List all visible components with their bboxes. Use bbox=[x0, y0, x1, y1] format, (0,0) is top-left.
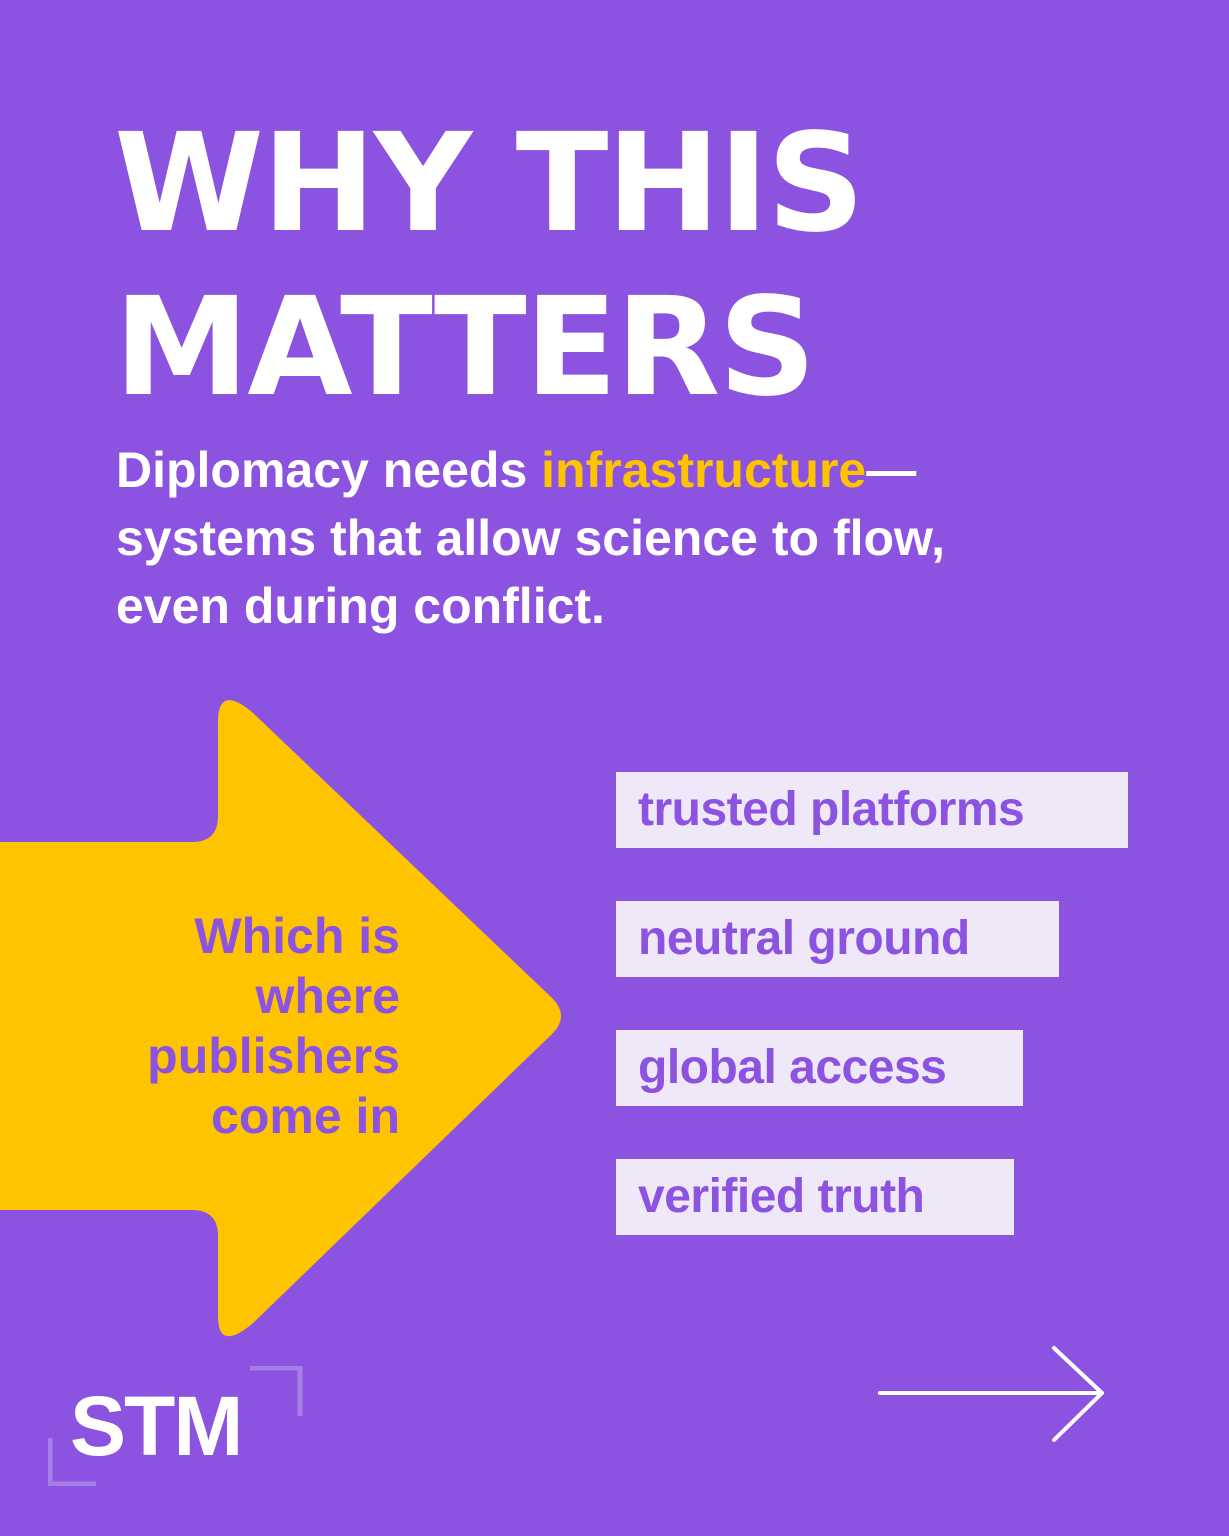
tag-verified-truth: verified truth bbox=[616, 1159, 1014, 1235]
lead-line-1: Diplomacy needs infrastructure— bbox=[116, 436, 1076, 504]
arrow-caption: Which is where publishers come in bbox=[60, 906, 400, 1146]
arrow-caption-line-3: publishers bbox=[147, 1028, 400, 1084]
corner-bracket-icon bbox=[48, 1366, 303, 1486]
tag-global-access: global access bbox=[616, 1030, 1023, 1106]
arrow-caption-line-4: come in bbox=[211, 1088, 400, 1144]
arrow-right-shape bbox=[0, 700, 561, 1337]
arrow-caption-line-2: where bbox=[255, 968, 400, 1024]
arrow-caption-line-1: Which is bbox=[194, 908, 400, 964]
lead-line-2: systems that allow science to flow, bbox=[116, 510, 945, 566]
arrow-shape-body bbox=[0, 700, 561, 1337]
arrow-right-icon[interactable] bbox=[876, 1344, 1116, 1444]
lead-paragraph: Diplomacy needs infrastructure— systems … bbox=[116, 436, 1076, 640]
lead-line-3: even during conflict. bbox=[116, 578, 605, 634]
tag-neutral-ground: neutral ground bbox=[616, 901, 1059, 977]
lead-highlight: infrastructure bbox=[541, 442, 867, 498]
title-line-2: MATTERS bbox=[114, 269, 816, 427]
slide-title: WHY THIS MATTERS bbox=[114, 102, 865, 430]
stm-logo: STM bbox=[48, 1366, 308, 1486]
title-line-1: WHY THIS bbox=[114, 105, 865, 263]
logo-text: STM bbox=[70, 1379, 243, 1473]
lead-text-start: Diplomacy needs bbox=[116, 442, 542, 498]
tag-trusted-platforms: trusted platforms bbox=[616, 772, 1128, 848]
lead-dash: — bbox=[866, 442, 917, 498]
